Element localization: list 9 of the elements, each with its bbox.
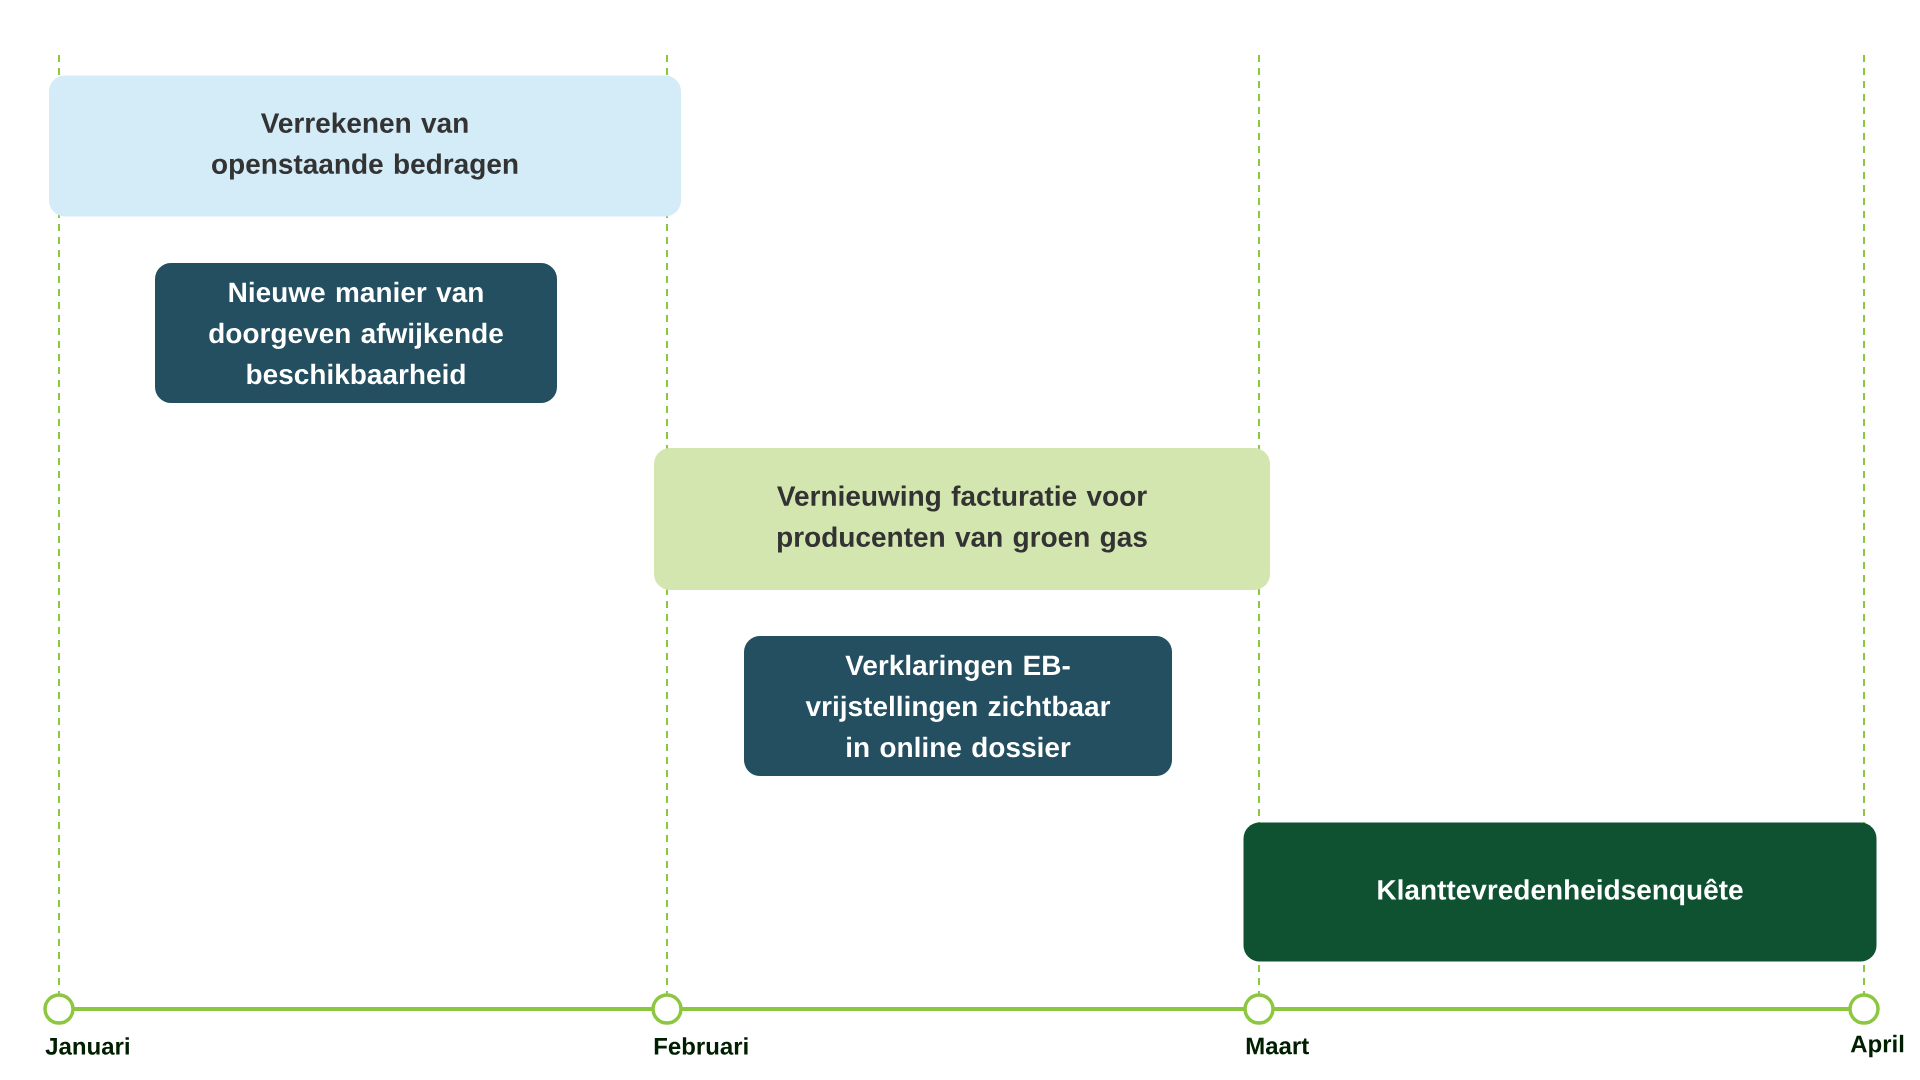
month-label: Maart bbox=[1246, 1037, 1309, 1055]
month-label: April bbox=[1850, 1034, 1904, 1058]
task-box: Verklaringen EB-vrijstellingen zichtbaar in online dossier bbox=[744, 636, 1172, 776]
month-label: Februari bbox=[654, 1037, 748, 1055]
task-box: Verrekenen van openstaande bedragen bbox=[49, 75, 681, 217]
task-box: Nieuwe manier van doorgeven afwijkende beschikbaarheid bbox=[155, 263, 557, 403]
task-box: Klanttevredenheidsenquête bbox=[1243, 822, 1877, 962]
month-label: Januari bbox=[45, 1037, 129, 1055]
task-box: Vernieuwing facturatie voor producenten van groen gas bbox=[654, 448, 1270, 590]
